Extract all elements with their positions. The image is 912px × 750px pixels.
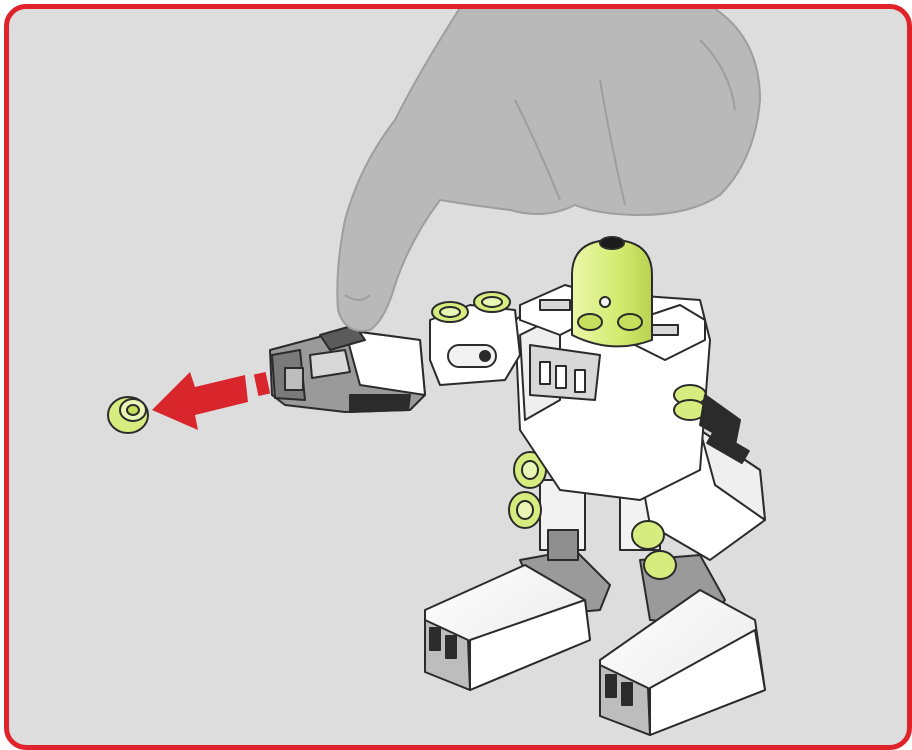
left-foot (425, 550, 610, 690)
hand-pointing-icon (337, 4, 760, 331)
red-arrow-icon (152, 372, 270, 430)
instruction-illustration (4, 4, 912, 750)
right-foot (600, 555, 765, 735)
robot-figure-icon (425, 237, 765, 735)
flick-missile-icon (108, 397, 148, 433)
flick-missile-launcher-icon (270, 325, 425, 412)
instruction-panel (4, 4, 912, 750)
arm-connector (430, 292, 520, 385)
